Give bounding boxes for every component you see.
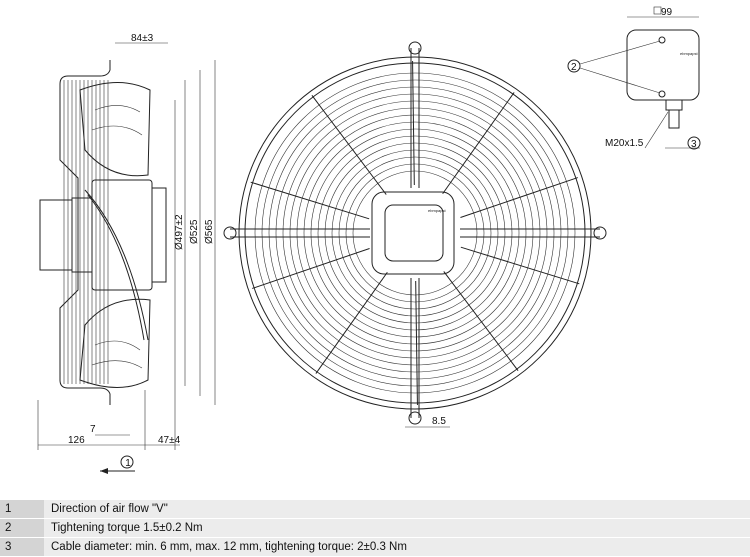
- box-brand-mark: ebmpapst: [680, 51, 698, 56]
- guard-spoke: [460, 177, 578, 218]
- guard-outline: [59, 60, 111, 405]
- guard-spoke: [443, 271, 519, 372]
- dim-d2: Ø525: [189, 219, 200, 244]
- thread-label: M20x1.5: [605, 138, 644, 149]
- dim-d1: Ø497±2: [174, 214, 185, 250]
- guard-spoke: [460, 246, 580, 285]
- dim-top: 84±3: [131, 33, 154, 44]
- notes-table: 1 Direction of air flow "V" 2 Tightening t…: [0, 500, 750, 557]
- dim-hole: 8.5: [432, 416, 446, 427]
- motor-rotor: [91, 179, 153, 291]
- terminal-box-detail: ebmpapst 99 2 M20x1.5 3: [567, 6, 701, 150]
- guard-ring: [324, 142, 506, 324]
- guard-ring: [261, 79, 569, 387]
- dim-small: 7: [90, 424, 96, 435]
- guard-ring: [345, 163, 485, 303]
- note-row: 2 Tightening torque 1.5±0.2 Nm: [0, 519, 750, 537]
- guard-spoke: [250, 181, 370, 220]
- guard-spoke: [311, 94, 387, 195]
- mounting-foot: [408, 411, 422, 425]
- guard-ring: [310, 128, 520, 338]
- guard-ring: [289, 107, 541, 359]
- guard-spoke: [442, 92, 515, 195]
- guard-ring: [254, 72, 576, 394]
- dim-right: 47±4: [158, 435, 181, 446]
- guard-ring: [303, 121, 527, 345]
- note-text: Tightening torque 1.5±0.2 Nm: [51, 522, 203, 534]
- guard-spoke: [415, 280, 418, 405]
- airflow-callout-label: 1: [125, 458, 131, 469]
- front-brand-mark: ebmpapst: [428, 208, 446, 213]
- cable-callout: 3: [691, 139, 697, 150]
- blade-lower: [79, 298, 151, 388]
- note-number: 1: [0, 500, 44, 518]
- screw-callout: 2: [571, 62, 577, 73]
- front-terminal-box: [371, 191, 455, 275]
- note-row: 3 Cable diameter: min. 6 mm, max. 12 mm, …: [0, 538, 750, 556]
- note-number: 2: [0, 519, 44, 537]
- front-view: ebmpapst 8.5: [223, 41, 607, 428]
- guard-ring: [338, 156, 492, 310]
- dim-left: 126: [68, 435, 85, 446]
- guard-spoke: [252, 248, 370, 289]
- note-text: Direction of air flow "V": [51, 503, 168, 515]
- guard-ring: [275, 93, 555, 373]
- note-number: 3: [0, 538, 44, 556]
- guard-spoke: [412, 61, 415, 186]
- terminal-box-side: [39, 199, 73, 271]
- airflow-callout: [120, 455, 134, 469]
- mounting-foot: [223, 226, 237, 240]
- guard-ring: [317, 135, 513, 331]
- mounting-foot: [408, 41, 422, 55]
- guard-ring: [296, 114, 534, 352]
- guard-ring: [352, 170, 478, 296]
- note-text: Cable diameter: min. 6 mm, max. 12 mm, t…: [51, 541, 407, 553]
- guard-ring: [331, 149, 499, 317]
- guard-spoke: [315, 271, 388, 374]
- outer-ring: [238, 56, 592, 410]
- dim-d3: Ø565: [204, 219, 215, 244]
- guard-ring: [282, 100, 548, 366]
- note-row: 1 Direction of air flow "V": [0, 500, 750, 518]
- dim-square: 99: [661, 7, 673, 18]
- guard-ring: [268, 86, 562, 380]
- technical-drawing: 1 84±3 Ø497±2 Ø525 Ø565 7 126 47±4 ebmpa…: [37, 6, 701, 474]
- blade-upper: [79, 82, 151, 177]
- mounting-foot: [593, 226, 607, 240]
- side-view: 1 84±3 Ø497±2 Ø525 Ø565 7 126 47±4: [37, 33, 216, 474]
